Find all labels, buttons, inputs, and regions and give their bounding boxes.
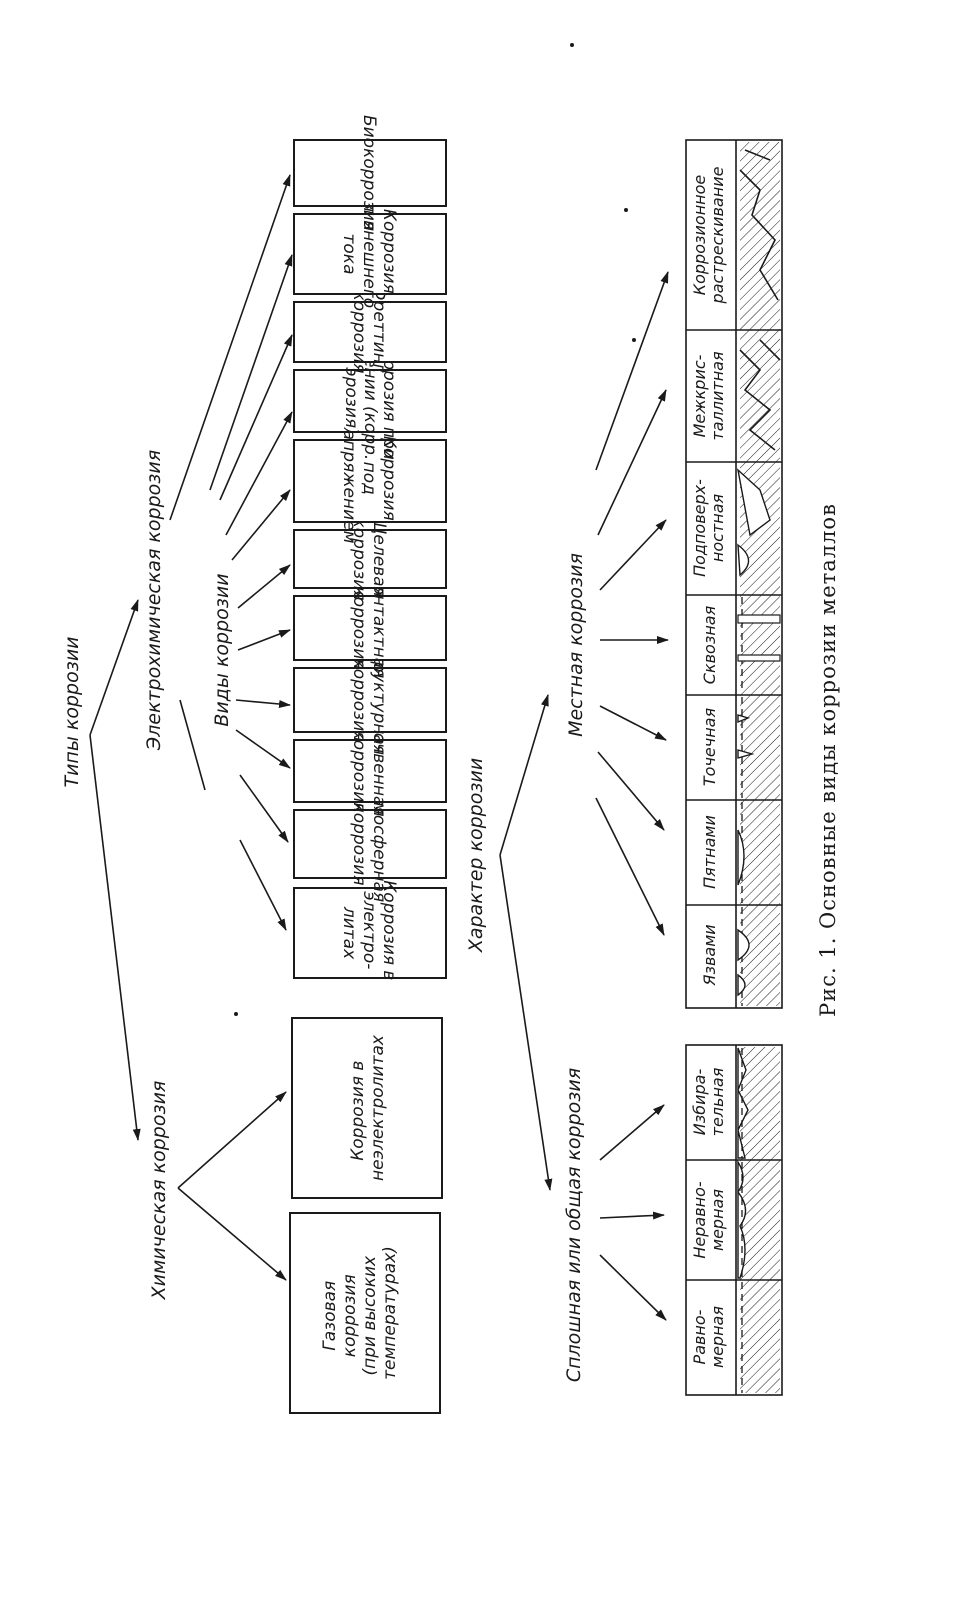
soil-line-1: Почвенная [369,720,389,817]
stress-line-1: Коррозия [379,436,399,521]
local-corrosion-label: Местная коррозия [565,553,587,737]
arrow-to-local [499,694,549,856]
uniform-corrosion-label: Сплошная или общая коррозия [563,1068,585,1382]
arrow-to-nonelectrolyte-corrosion [177,1091,287,1189]
box-structural-corrosion: Структурная коррозия [293,640,447,761]
arrow-to-electrochemical [89,599,139,736]
box-stress-corrosion: Коррозия под напряжением [293,419,447,544]
scan-speck [234,1012,238,1016]
stray-current-line-2: от внешнего [359,194,379,308]
box-fretting-corrosion: Фреттинг коррозия [293,286,447,378]
crevice-line-1: Щелевая [369,516,389,597]
stress-line-3: напряжением [339,419,359,544]
svg-text:Атмосферная коррозия: Атмосферная коррозия [349,779,389,907]
nonelectrolyte-line-1: Коррозия в [348,1061,368,1161]
character-of-corrosion-label: Характер коррозии [465,758,487,953]
box-atmospheric-corrosion: Атмосферная коррозия [293,779,447,907]
electrolyte-line-3: литах [339,906,359,960]
contact-line-1: Контактная [369,572,389,678]
local-type-3: Точечная [700,708,719,787]
svg-text:Структурная коррозия: Структурная коррозия [349,640,389,761]
svg-text:Щелевая коррозия: Щелевая коррозия [349,516,389,602]
box-soil-corrosion: Почвенная коррозия [293,720,447,822]
scan-speck [632,338,636,342]
arrow-to-chemical [89,734,141,1141]
box-electrolyte-corrosion: Коррозия в электро- литах [293,880,447,986]
uniform-strip [685,1044,783,1396]
fretting-line-2: коррозия [349,291,369,374]
kinds-of-corrosion-label: Виды коррозии [211,573,233,726]
friction-line-3: эрозия) [341,367,361,434]
electrochemical-corrosion-label: Электрохимическая коррозия [143,450,165,751]
svg-text:Коррозия в неэлектролита: Коррозия в неэлектролитах [348,1034,388,1181]
gas-corrosion-line-1: Газовая [320,1281,340,1351]
gas-corrosion-line-3: (при высоких [360,1255,380,1375]
arrow-to-gas-corrosion [177,1187,287,1281]
svg-text:Биокоррозия: Биокоррозия [359,115,379,231]
friction-line-2: трении (корр. [360,336,380,460]
box-nonelectrolyte-corrosion: Коррозия в неэлектролитах [291,1017,443,1199]
svg-text:Коррозия под напря: Коррозия под напряжением [339,419,399,544]
stray-current-line-3: тока [339,234,359,275]
gas-corrosion-line-4: температурах) [380,1246,400,1380]
crevice-line-2: коррозия [349,518,369,601]
scan-speck [624,208,628,212]
biocorrosion-line-1: Биокоррозия [359,115,379,231]
title-types-of-corrosion: Типы коррозии [61,636,83,787]
box-stray-current-corrosion: Коррозия от внешнего тока [293,194,447,313]
chemical-corrosion-label: Химическая коррозия [148,1081,170,1301]
figure-caption: Рис. 1. Основные виды коррозии металлов [816,503,840,1017]
local-type-4: Сквозная [700,605,719,684]
svg-text:Коррозия в электро-: Коррозия в электро- литах [339,880,399,986]
local-type-2: Пятнами [700,815,719,889]
box-contact-corrosion: Контактная коррозия [293,572,447,683]
uniform-type-2: Неравно-мерная [690,1181,727,1259]
local-type-5: Подповерх-ностная [690,479,727,577]
stress-line-2: под [359,462,379,495]
structural-line-1: Структурная [369,640,389,755]
stray-current-line-1: Коррозия [379,209,399,294]
atmospheric-line-2: коррозия [349,803,369,886]
box-friction-corrosion: Коррозия при трении (корр. эрозия) [293,336,447,465]
arrow-to-uniform [499,854,553,1191]
electrochemical-fan-arrows [169,174,293,931]
svg-text:Коррозия при трении (кор: Коррозия при трении (корр. эрозия) [341,336,399,465]
soil-line-2: коррозия [349,730,369,813]
fretting-line-1: Фреттинг [369,286,389,373]
uniform-type-1: Равно-мерная [690,1306,727,1368]
box-biocorrosion: Биокоррозия [293,115,447,231]
svg-text:Контактная коррозия: Контактная коррозия [349,572,389,683]
local-type-1: Язвами [700,924,719,986]
box-crevice-corrosion: Щелевая коррозия [293,516,447,602]
local-type-7: Коррозионноерастрескивание [690,166,727,304]
electrolyte-line-1: Коррозия в [379,880,399,980]
box-gas-corrosion: Газовая коррозия (при высоких температур… [289,1212,441,1414]
svg-text:Газовая коррозия (: Газовая коррозия (при высоких температур… [320,1246,400,1380]
nonelectrolyte-line-2: неэлектролитах [368,1034,388,1181]
uniform-type-3: Избира-тельная [690,1067,727,1136]
svg-text:Фреттинг коррозия: Фреттинг коррозия [349,286,389,378]
uniform-arrows [599,1104,667,1321]
scan-speck [570,43,574,47]
gas-corrosion-line-2: коррозия [340,1274,360,1357]
contact-line-2: коррозия [349,587,369,670]
svg-text:Коррозия от внешнего: Коррозия от внешнего тока [339,194,399,313]
friction-line-1: Коррозия при [379,337,399,460]
local-strip [685,139,783,1009]
atmospheric-line-1: Атмосферная [369,779,389,902]
electrolyte-line-2: электро- [359,891,379,969]
svg-text:Почвенная коррозия: Почвенная коррозия [349,720,389,822]
local-arrows [595,271,669,936]
local-type-6: Межкрис-таллитная [690,351,727,441]
structural-line-2: коррозия [349,659,369,742]
